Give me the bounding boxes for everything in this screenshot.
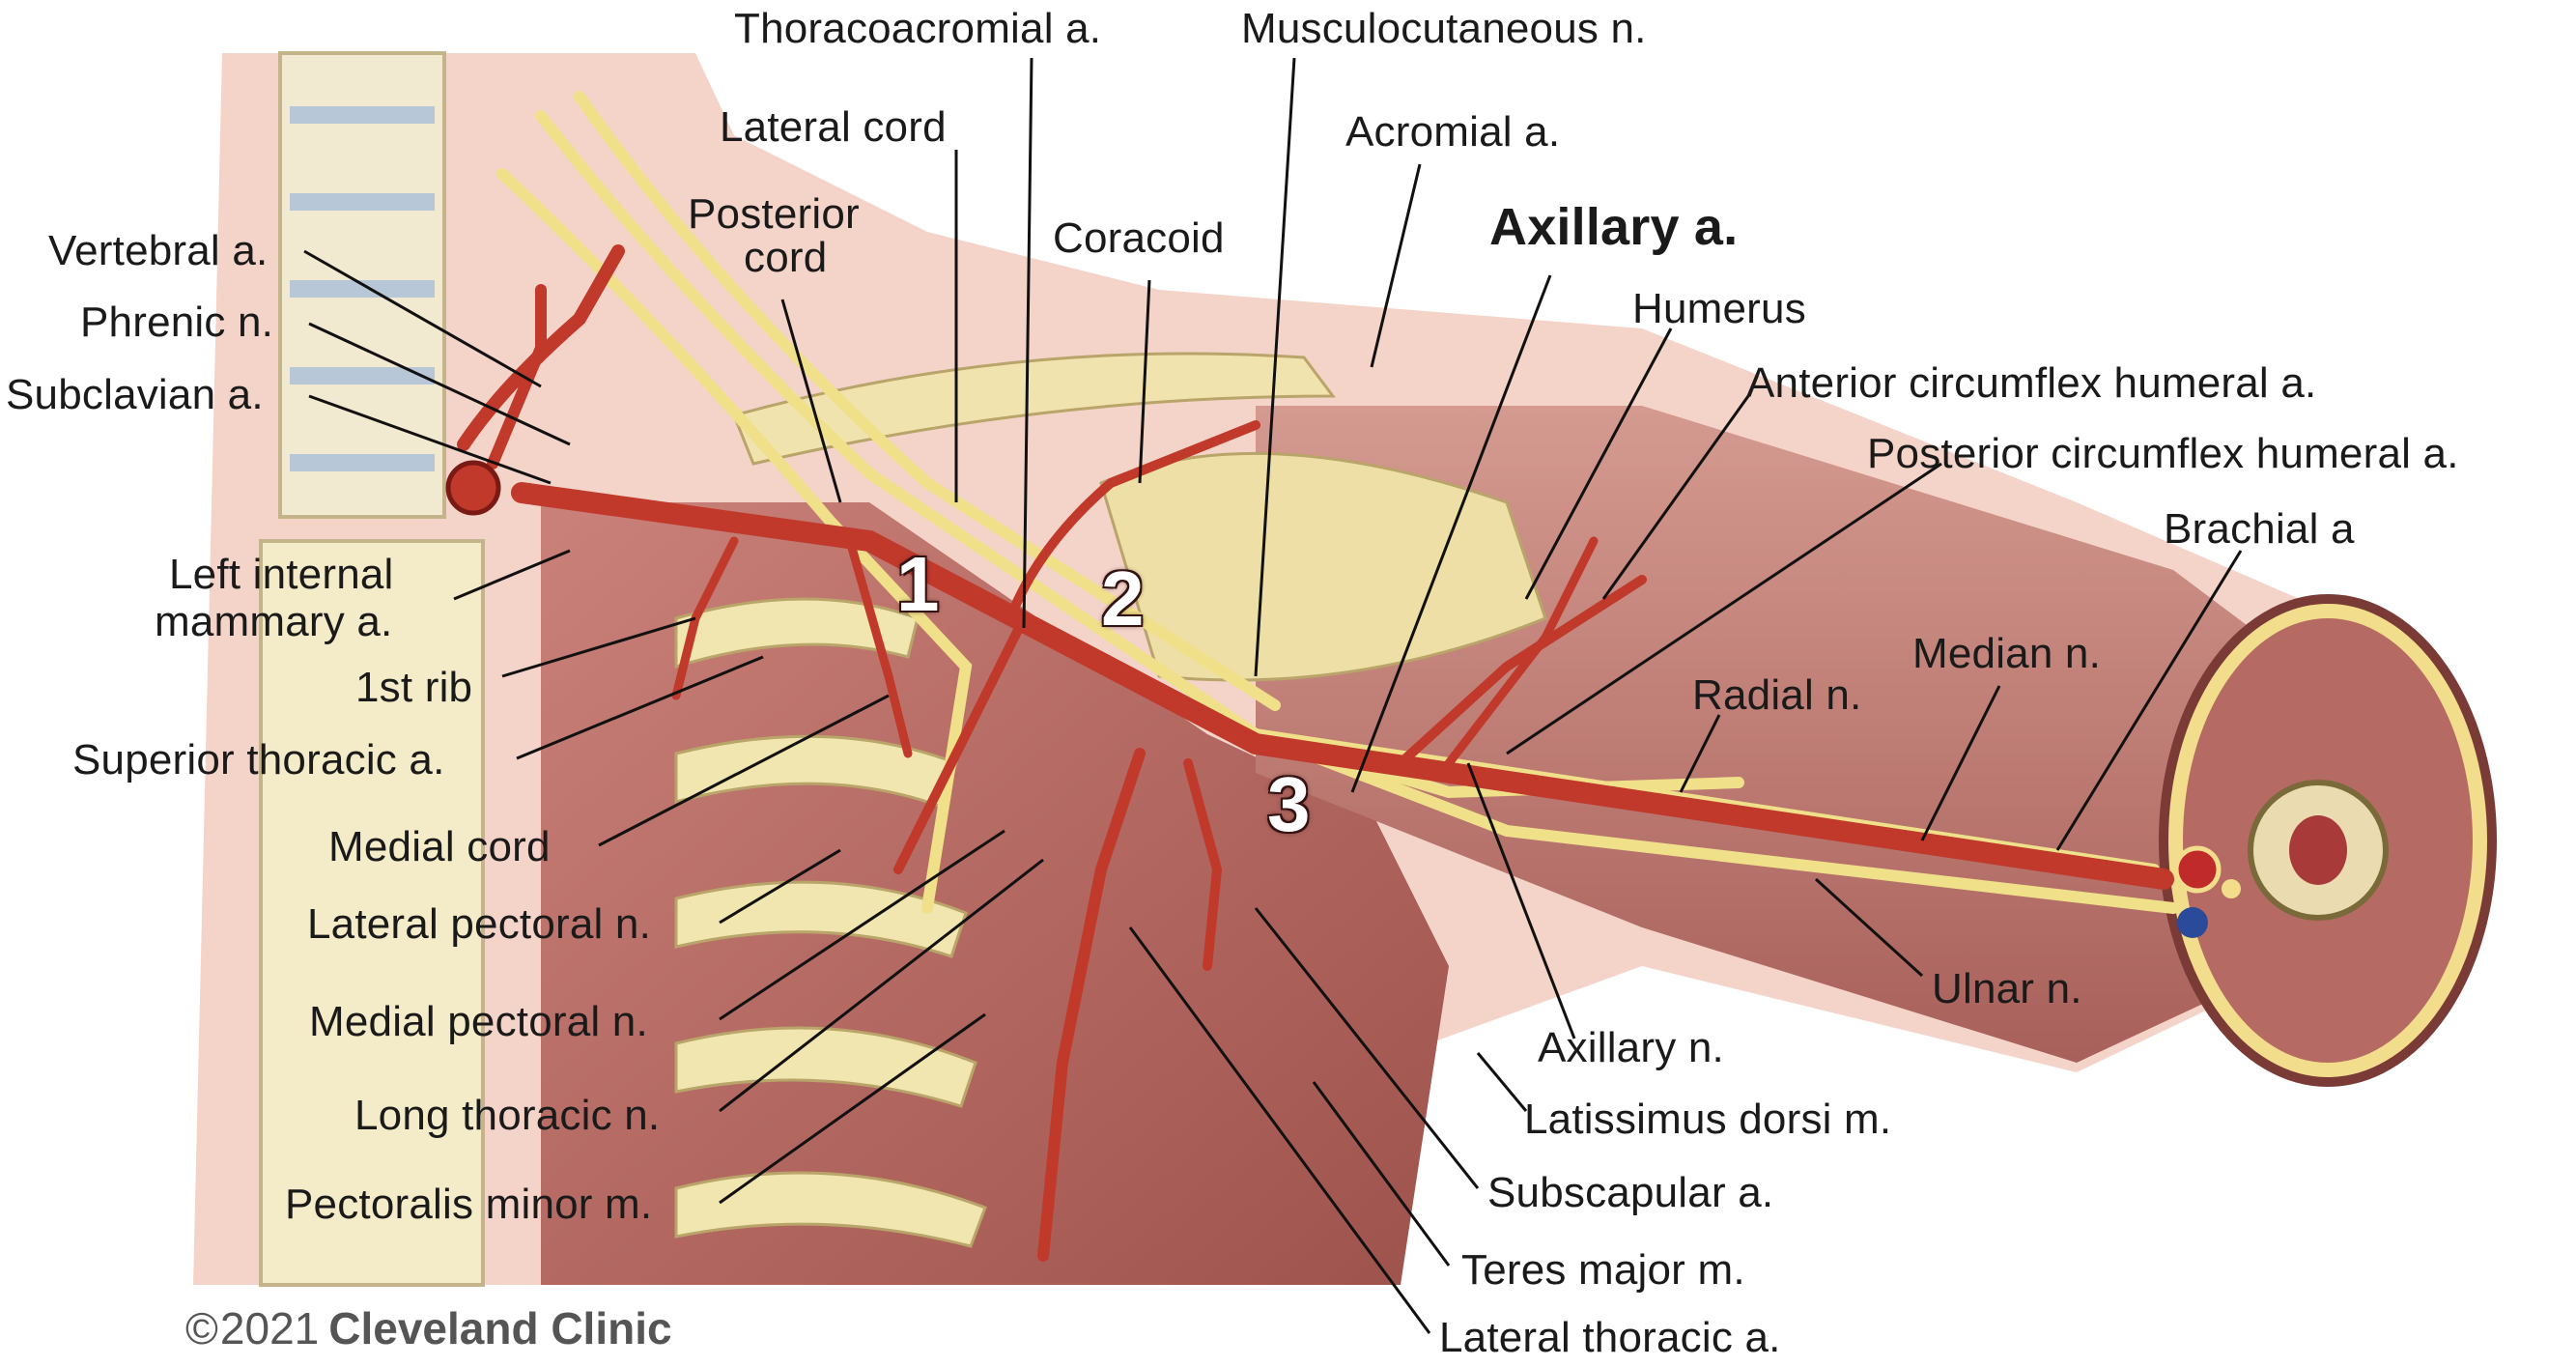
label-lateral-thoracic-artery: Lateral thoracic a. (1439, 1314, 1781, 1361)
arteries (457, 244, 2174, 1262)
label-long-thoracic-nerve: Long thoracic n. (354, 1092, 661, 1139)
label-acromial-artery: Acromial a. (1345, 108, 1561, 156)
label-medial-cord: Medial cord (328, 823, 551, 870)
subclavian-stump (445, 460, 501, 516)
label-phrenic-nerve: Phrenic n. (80, 299, 274, 346)
label-medial-pectoral-nerve: Medial pectoral n. (309, 998, 648, 1045)
label-left-internal-mammary-line1: Left internal (169, 551, 394, 598)
label-axillary-nerve: Axillary n. (1538, 1024, 1724, 1071)
label-posterior-cord-line2: cord (744, 234, 828, 281)
spine (259, 51, 485, 1287)
ribs (674, 597, 987, 1248)
segment-number-2: 2 (1101, 555, 1145, 641)
segment-number-3: 3 (1267, 761, 1311, 847)
label-subclavian-artery: Subclavian a. (6, 371, 264, 418)
humerus-head (1099, 451, 1547, 682)
label-posterior-circumflex-humeral-artery: Posterior circumflex humeral a. (1867, 430, 2459, 477)
label-vertebral-artery: Vertebral a. (48, 227, 269, 274)
chest-muscles (541, 502, 1449, 1285)
label-thoracoacromial-artery: Thoracoacromial a. (734, 5, 1102, 52)
label-latissimus-dorsi-muscle: Latissimus dorsi m. (1524, 1096, 1892, 1143)
arm-cross-section (2159, 594, 2497, 1087)
label-humerus: Humerus (1632, 285, 1806, 332)
label-teres-major-muscle: Teres major m. (1461, 1246, 1745, 1294)
label-lateral-pectoral-nerve: Lateral pectoral n. (307, 900, 652, 948)
label-brachial-artery: Brachial a (2164, 505, 2355, 553)
label-pectoralis-minor-muscle: Pectoralis minor m. (285, 1181, 653, 1228)
label-lateral-cord: Lateral cord (720, 103, 947, 151)
label-ulnar-nerve: Ulnar n. (1932, 965, 2082, 1012)
segment-number-1: 1 (896, 541, 940, 627)
label-radial-nerve: Radial n. (1692, 671, 1862, 719)
label-musculocutaneous-nerve: Musculocutaneous n. (1241, 5, 1647, 52)
label-median-nerve: Median n. (1912, 630, 2102, 677)
label-superior-thoracic-artery: Superior thoracic a. (72, 736, 445, 783)
label-coracoid: Coracoid (1053, 214, 1225, 262)
label-anterior-circumflex-humeral-artery: Anterior circumflex humeral a. (1746, 359, 2317, 407)
label-first-rib: 1st rib (355, 664, 473, 711)
copyright-year: 2021 (219, 1303, 320, 1353)
label-left-internal-mammary-line2: mammary a. (155, 598, 393, 645)
copyright-symbol: © (185, 1303, 218, 1353)
label-axillary-artery: Axillary a. (1489, 198, 1739, 256)
copyright-brand: Cleveland Clinic (328, 1303, 672, 1353)
label-posterior-cord-line1: Posterior (688, 190, 860, 238)
leader-lines (303, 57, 2243, 1334)
label-subscapular-artery: Subscapular a. (1487, 1169, 1774, 1216)
